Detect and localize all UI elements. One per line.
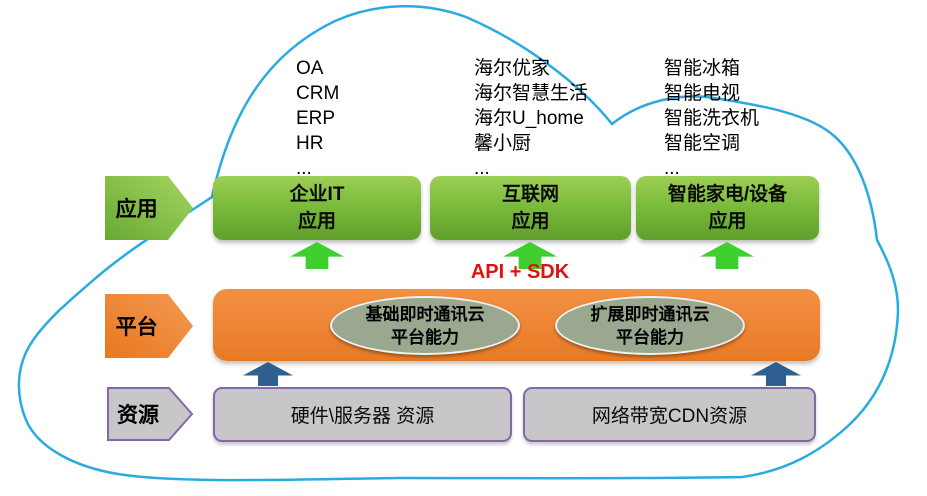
layer-label-text: 应用 [115,198,158,221]
orange-arrow-shape [105,294,193,358]
capability-line2: 平台能力 [391,327,459,347]
resource-box-text: 网络带宽CDN资源 [591,406,748,427]
list-item: HR [296,133,324,154]
smart-appliance-app-box: 智能家电/设备 应用 [636,176,819,240]
layer-label-text: 资源 [116,404,159,427]
enterprise-it-app-box: 企业IT 应用 [213,176,421,240]
list-item: ... [296,158,312,179]
enterprise-app-list: OA CRM ERP HR ... [296,56,339,181]
internet-app-list: 海尔优家 海尔智慧生活 海尔U_home 馨小厨 ... [474,56,588,181]
resource-layer-label: 资源 [107,387,194,441]
gray-arrow-shape [107,387,194,441]
box-title-line2: 应用 [511,211,550,232]
list-item: 海尔智慧生活 [474,83,589,104]
list-item: 海尔U_home [474,108,584,129]
green-arrow-shape [105,176,193,240]
list-item: ERP [296,108,336,129]
internet-app-box: 互联网 应用 [430,176,631,240]
list-item: 智能空调 [664,133,741,154]
network-cdn-resource-box: 网络带宽CDN资源 [523,387,816,442]
platform-bar: 基础即时通讯云 平台能力 扩展即时通讯云 平台能力 [213,289,820,361]
capability-line1: 基础即时通讯云 [365,304,485,324]
basic-im-capability-ellipse: 基础即时通讯云 平台能力 [330,296,520,355]
box-title-line2: 应用 [708,211,747,232]
application-layer-label: 应用 [105,176,193,240]
api-sdk-label: API + SDK [470,261,570,283]
list-item: ... [664,158,680,179]
capability-line1: 扩展即时通讯云 [590,304,710,324]
list-item: 馨小厨 [474,133,532,154]
box-title-line1: 互联网 [501,184,559,205]
list-item: CRM [296,83,340,104]
list-item: 海尔优家 [474,58,551,79]
list-item: OA [296,58,324,79]
list-item: 智能电视 [664,83,741,104]
platform-layer-label: 平台 [105,294,193,358]
extended-im-capability-ellipse: 扩展即时通讯云 平台能力 [555,296,745,355]
capability-line2: 平台能力 [616,327,684,347]
box-title-line1: 智能家电/设备 [667,184,788,205]
list-item: ... [474,158,490,179]
hardware-server-resource-box: 硬件\服务器 资源 [213,387,512,442]
box-title-line1: 企业IT [289,184,345,205]
list-item: 智能冰箱 [664,58,741,79]
smart-device-list: 智能冰箱 智能电视 智能洗衣机 智能空调 ... [664,56,759,181]
resource-box-text: 硬件\服务器 资源 [290,406,435,427]
layer-label-text: 平台 [115,316,158,339]
list-item: 智能洗衣机 [664,108,760,129]
box-title-line2: 应用 [297,211,336,232]
